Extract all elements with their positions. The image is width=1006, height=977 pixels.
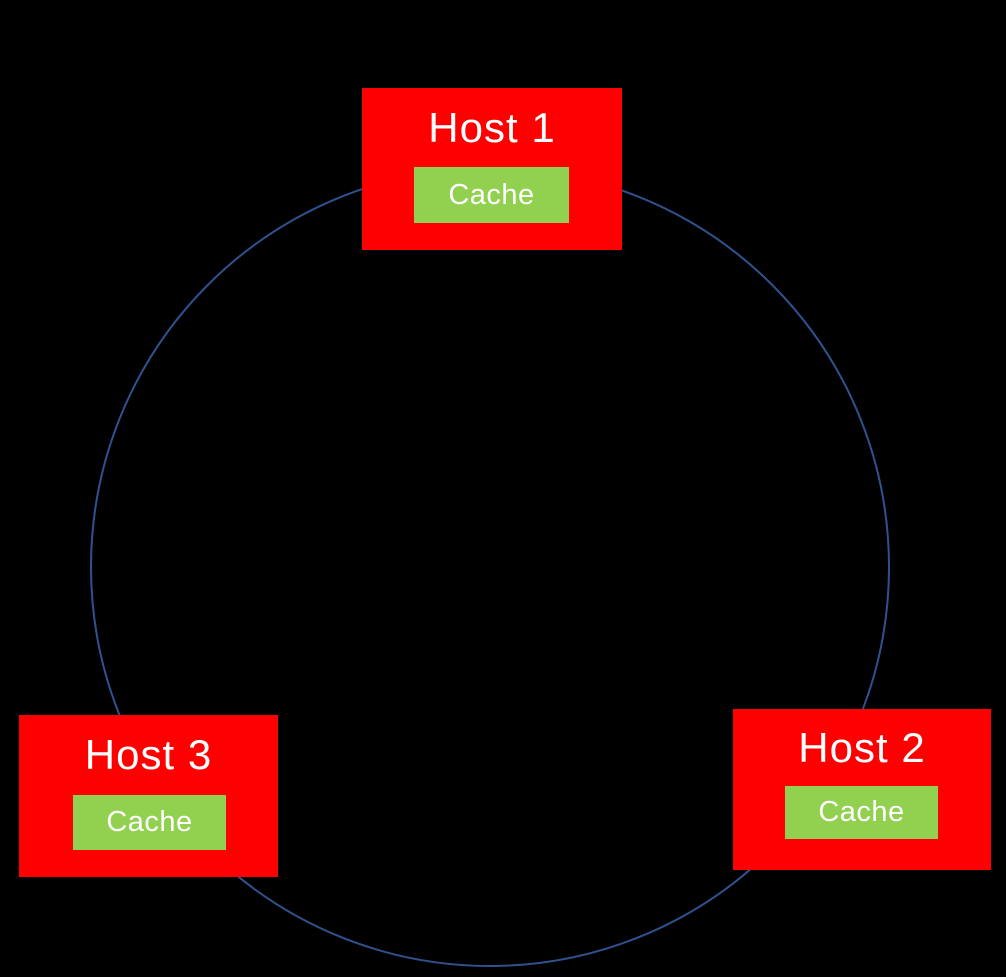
host-2-cache-box: Cache: [785, 786, 938, 839]
host-1-box: Host 1 Cache: [362, 88, 622, 250]
host-1-cache-label: Cache: [448, 178, 535, 211]
host-3-label: Host 3: [84, 731, 213, 778]
host-3-box: Host 3 Cache: [19, 715, 278, 877]
host-3-cache-box: Cache: [73, 795, 226, 850]
host-2-label: Host 2: [798, 723, 926, 771]
host-3-cache-label: Cache: [106, 806, 193, 838]
host-1-cache-box: Cache: [414, 167, 569, 223]
host-2-cache-label: Cache: [818, 796, 905, 828]
host-2-box: Host 2 Cache: [733, 709, 991, 870]
host-1-label: Host 1: [428, 103, 556, 151]
